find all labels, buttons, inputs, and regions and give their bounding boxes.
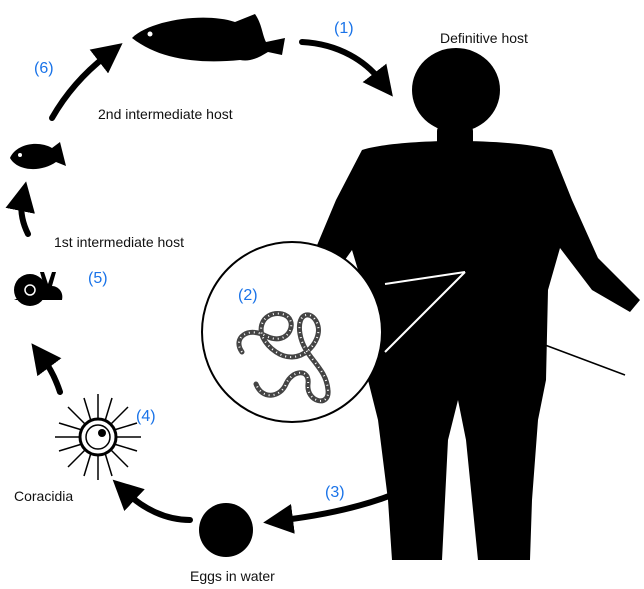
fish-icon <box>132 14 285 61</box>
coracidia-label: Coracidia <box>14 488 73 504</box>
step-6-label: (6) <box>34 60 54 78</box>
step-1-label: (1) <box>334 20 354 38</box>
second-intermediate-host-label: 2nd intermediate host <box>98 106 233 122</box>
definitive-host-label: Definitive host <box>440 30 528 46</box>
arrow-eggs-coracidia <box>128 494 190 520</box>
step-4-label: (4) <box>136 408 156 426</box>
magnifier-circle <box>202 242 382 422</box>
small-fish-icon <box>10 142 66 169</box>
arrow-4 <box>44 360 60 392</box>
arrow-1 <box>302 42 380 80</box>
egg-icon <box>199 503 253 557</box>
step-5-label: (5) <box>88 270 108 288</box>
coracidium-icon <box>55 394 141 480</box>
first-intermediate-host-label: 1st intermediate host <box>54 234 184 250</box>
step-2-label: (2) <box>238 287 258 305</box>
arrow-5 <box>21 202 28 234</box>
eggs-in-water-label: Eggs in water <box>190 568 275 584</box>
step-3-label: (3) <box>325 484 345 502</box>
snail-icon <box>14 272 62 306</box>
